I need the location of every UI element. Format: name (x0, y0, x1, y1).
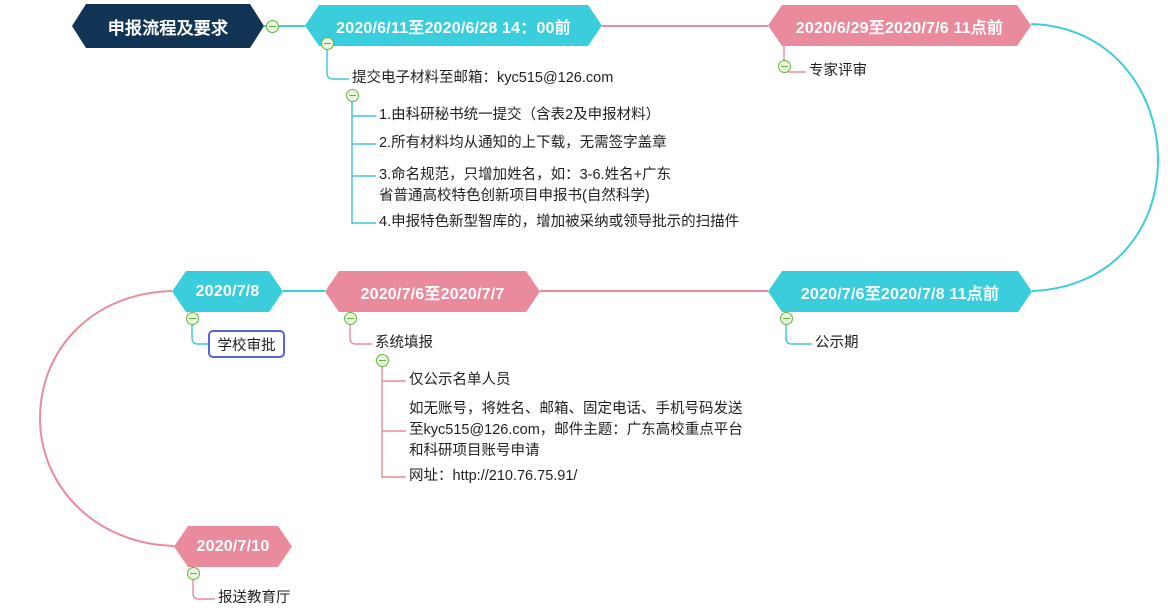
timeline-node-2[interactable]: 2020/6/29至2020/7/6 11点前 (768, 5, 1031, 46)
timeline-node-6-label: 2020/7/10 (196, 537, 270, 555)
link-n2-n3 (1030, 23, 1160, 292)
branch-n6-stem (192, 566, 215, 600)
branch-n5-stem (191, 311, 213, 345)
collapse-toggle-n4-sub[interactable] (376, 354, 389, 367)
leaf-n3-child-0[interactable]: 公示期 (815, 335, 859, 351)
timeline-node-3-label: 2020/7/6至2020/7/8 11点前 (800, 285, 1000, 303)
diagram-title-node[interactable]: 申报流程及要求 (72, 4, 264, 48)
leaf-n1-sub-3[interactable]: 4.申报特色新型智库的，增加被采纳或领导批示的扫描件 (379, 214, 740, 230)
leaf-n4-child-0[interactable]: 系统填报 (375, 335, 433, 351)
leaf-n1-sub-2[interactable]: 3.命名规范，只增加姓名，如：3-6.姓名+广东 省普通高校特色创新项目申报书(… (379, 167, 672, 204)
branch-n3-stem (785, 311, 812, 345)
collapse-toggle-n6[interactable] (187, 567, 200, 580)
timeline-node-1[interactable]: 2020/6/11至2020/6/28 14：00前 (305, 5, 602, 46)
timeline-node-5-label: 2020/7/8 (195, 282, 260, 300)
timeline-node-3[interactable]: 2020/7/6至2020/7/8 11点前 (768, 271, 1032, 312)
leaf-n4-sub-0[interactable]: 仅公示名单人员 (409, 372, 511, 388)
timeline-node-1-label: 2020/6/11至2020/6/28 14：00前 (336, 19, 571, 37)
collapse-toggle-n5[interactable] (186, 312, 199, 325)
link-n5-n6 (38, 290, 175, 547)
leaf-n5-child-0-label: 学校审批 (217, 337, 276, 354)
timeline-node-6[interactable]: 2020/7/10 (174, 526, 292, 567)
collapse-toggle-n4[interactable] (344, 312, 357, 325)
leaf-n6-child-0[interactable]: 报送教育厅 (218, 590, 291, 606)
timeline-node-4[interactable]: 2020/7/6至2020/7/7 (325, 271, 540, 312)
leaf-n2-child-0[interactable]: 专家评审 (809, 63, 867, 79)
leaf-n4-sub-2[interactable]: 网址：http://210.76.75.91/ (409, 468, 578, 484)
timeline-node-2-label: 2020/6/29至2020/7/6 11点前 (795, 19, 1004, 37)
timeline-node-5[interactable]: 2020/7/8 (172, 271, 283, 312)
leaf-n1-sub-1[interactable]: 2.所有材料均从通知的上下载，无需签字盖章 (379, 135, 667, 151)
collapse-toggle-n1-sub[interactable] (346, 89, 359, 102)
leaf-n1-sub-0[interactable]: 1.由科研秘书统一提交（含表2及申报材料） (379, 107, 661, 123)
collapse-toggle-n3[interactable] (780, 312, 793, 325)
leaf-n5-child-0-boxed[interactable]: 学校审批 (208, 330, 285, 358)
timeline-node-4-label: 2020/7/6至2020/7/7 (360, 285, 505, 303)
leaf-n1-child-0[interactable]: 提交电子材料至邮箱：kyc515@126.com (352, 70, 614, 86)
branch-n4-stem (349, 311, 372, 345)
collapse-toggle-n1[interactable] (321, 37, 334, 50)
diagram-title-label: 申报流程及要求 (107, 18, 229, 38)
collapse-toggle-n2[interactable] (778, 60, 791, 73)
collapse-toggle-title[interactable] (266, 20, 279, 33)
branch-n1-stem (326, 46, 349, 80)
leaf-n4-sub-1[interactable]: 如无账号，将姓名、邮箱、固定电话、手机号码发送 至kyc515@126.com，… (409, 401, 743, 459)
